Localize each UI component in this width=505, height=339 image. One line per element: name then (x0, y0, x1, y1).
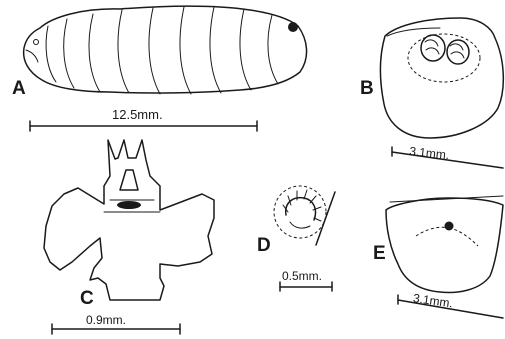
panel-label-a: A (12, 79, 26, 98)
spiracle-detail-drawing (274, 186, 335, 245)
panel-label-d: D (257, 236, 271, 255)
panel-label-c: C (80, 289, 94, 308)
panel-label-e: E (373, 244, 386, 263)
anal-segment-drawing (386, 196, 503, 292)
scale-label-a: 12.5mm. (112, 108, 163, 121)
scale-label-c: 0.9mm. (86, 314, 126, 326)
scale-label-d: 0.5mm. (282, 270, 322, 282)
larva-drawing (24, 6, 307, 94)
scale-bar-d (280, 282, 332, 291)
posterior-segment-drawing (380, 18, 503, 138)
scale-bar-a (30, 121, 257, 131)
panel-label-b: B (360, 79, 374, 98)
scale-label-b: 3.1mm. (409, 145, 450, 161)
mouthparts-drawing (44, 140, 214, 300)
